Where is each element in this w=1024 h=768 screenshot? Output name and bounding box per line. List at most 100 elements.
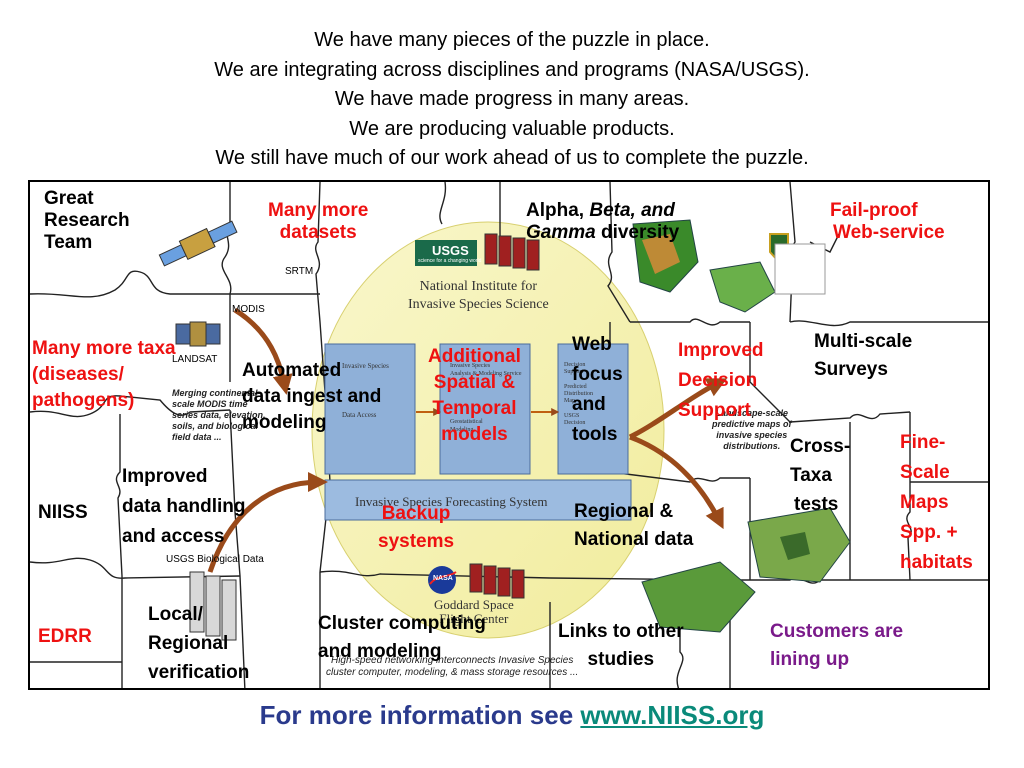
header-text: We have many pieces of the puzzle in pla…	[0, 26, 1024, 174]
idh-line-1: Improved	[122, 466, 208, 487]
idh-line-3: and access	[122, 526, 225, 547]
box3-line-6: USGS	[564, 413, 580, 419]
label-local-regional: Local/ Regional verification	[148, 600, 249, 687]
label-fail-proof: Fail-proof Web-service	[830, 200, 945, 244]
arrow-to-decision	[628, 378, 728, 440]
label-links: Links to other studies	[558, 618, 684, 674]
web-line-1: Web	[572, 334, 612, 355]
cu-line-1: Customers are	[770, 621, 904, 642]
mmd-line-2: datasets	[279, 222, 357, 243]
srtm-satellite	[158, 220, 238, 267]
add-line-1: Additional	[428, 346, 521, 367]
mmt-line-2: (diseases/	[32, 364, 124, 385]
header-line-2: We are integrating across disciplines an…	[214, 58, 810, 81]
header-line-4: We are producing valuable products.	[349, 117, 675, 140]
label-niiss: NIISS	[38, 502, 88, 523]
label-many-more-taxa: Many more taxa (diseases/ pathogens)	[32, 336, 176, 414]
ids-line-3: Support	[678, 400, 751, 421]
grt-line-1: Great	[44, 188, 94, 209]
merging-caption: Merging continental- scale MODIS time se…	[172, 388, 266, 443]
add-line-4: models	[441, 424, 508, 445]
usgs-logo	[415, 240, 477, 266]
fs-line-3: Maps	[900, 492, 949, 513]
puzzle-diagram: SRTM MODIS LANDSAT USGS Biological Data …	[28, 180, 990, 690]
highspeed-caption: High-speed networking interconnects Inva…	[326, 655, 578, 679]
ct-line-1: Cross-	[790, 436, 851, 457]
label-many-more-datasets: Many more datasets	[268, 200, 368, 244]
diagram-graphics	[30, 182, 988, 688]
ms-line-1: Multi-scale	[814, 331, 913, 352]
mmt-line-1: Many more taxa	[32, 338, 176, 359]
usgs-logo-text: USGS	[432, 243, 469, 258]
modis-label: MODIS	[232, 304, 265, 315]
niiss-link[interactable]: www.NIISS.org	[580, 700, 765, 730]
header-line-3: We have made progress in many areas.	[334, 88, 690, 110]
box1-line-1: Invasive Species	[342, 362, 389, 370]
web-line-3: and	[572, 394, 606, 415]
add-line-2: Spatial &	[433, 372, 516, 393]
rn-line-2: National data	[574, 529, 694, 550]
web-line-2: focus	[572, 364, 623, 385]
fp-line-1: Fail-proof	[830, 200, 918, 221]
landscape-caption: Landscape-scale predictive maps of invas…	[712, 408, 792, 452]
label-backup-systems: Backup systems	[378, 500, 454, 556]
rn-line-1: Regional &	[574, 501, 674, 522]
server-rack-top	[484, 233, 540, 271]
arrow-to-regional	[629, 434, 724, 530]
landscape-line-1: Landscape-scale	[715, 408, 789, 418]
data-access-box	[324, 343, 416, 475]
lr-line-3: verification	[148, 662, 250, 683]
auto-line-2: data ingest and	[242, 386, 382, 407]
arrow-modis-to-box	[233, 307, 293, 395]
highspeed-line-1: High-speed networking interconnects Inva…	[330, 655, 574, 666]
lo-line-2: studies	[587, 649, 655, 670]
fp-line-2: Web-service	[833, 222, 945, 243]
ids-line-2: Decision	[678, 370, 758, 391]
label-alpha-beta-gamma: Alpha, Beta, and Gamma diversity	[526, 200, 679, 244]
beta-text: Beta, and	[589, 200, 675, 221]
lr-line-1: Local/	[148, 604, 203, 625]
box3-line-7: Decision	[564, 420, 586, 426]
label-regional: Regional & National data	[574, 498, 693, 554]
landscape-line-2: predictive maps of	[712, 419, 792, 429]
fs-line-2: Scale	[900, 462, 950, 483]
label-cluster: Cluster computing and modeling	[318, 610, 486, 666]
mmt-line-3: pathogens)	[32, 390, 135, 411]
landsat-satellite	[175, 321, 221, 347]
niiss-title: National Institute for Invasive Species …	[408, 278, 549, 314]
landsat-label: LANDSAT	[172, 354, 218, 365]
landscape-line-4: distributions.	[723, 441, 781, 451]
highspeed-line-2: cluster computer, modeling, & mass stora…	[326, 667, 579, 678]
auto-line-1: Automated	[242, 360, 342, 381]
mmd-line-1: Many more	[268, 200, 369, 221]
footer-prefix: For more information see	[259, 700, 581, 730]
cc-line-2: and modeling	[318, 641, 442, 662]
server-rack-left	[189, 571, 237, 641]
niiss-title-line-1: National Institute for	[419, 279, 538, 294]
label-improved-data: Improved data handling and access	[122, 462, 246, 552]
box2-line-4: Modeling	[450, 427, 474, 433]
lr-line-2: Regional	[148, 633, 229, 654]
label-web-focus: Web focus and tools	[572, 330, 623, 450]
box2-line-3: Geostatistical	[450, 419, 483, 425]
box1-text: Invasive Species Data Access	[342, 362, 389, 420]
web-line-4: tools	[572, 424, 618, 445]
label-edrr: EDRR	[38, 626, 92, 647]
srtm-label: SRTM	[285, 266, 314, 277]
merging-line-3: series data, elevation,	[172, 410, 266, 420]
arrow-usgs-to-box	[207, 472, 328, 573]
label-customers: Customers are lining up	[770, 618, 903, 674]
diversity-text: diversity	[595, 222, 680, 243]
idh-line-2: data handling	[122, 496, 246, 517]
goddard-line-2: Flight Center	[439, 611, 509, 626]
modeling-box	[439, 343, 531, 475]
label-additional-models: Additional Spatial & Temporal models	[428, 344, 521, 448]
merging-line-1: Merging continental-	[172, 388, 261, 398]
box2-line-1: Invasive Species	[450, 363, 491, 369]
add-line-3: Temporal	[432, 398, 517, 419]
bs-line-2: systems	[378, 531, 455, 552]
cu-line-2: lining up	[770, 649, 850, 670]
ct-line-2: Taxa	[790, 465, 832, 486]
box3-line-5: Map	[564, 398, 575, 404]
box3-line-2: Support	[564, 369, 584, 375]
